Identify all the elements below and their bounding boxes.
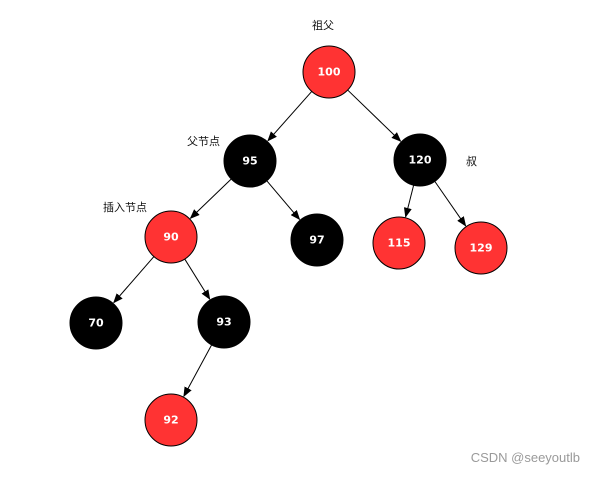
edge-95-90 xyxy=(189,178,232,219)
edge-90-93 xyxy=(184,258,211,300)
node-value-129: 129 xyxy=(470,242,493,255)
inserted-node-label: 插入节点 xyxy=(103,201,147,214)
node-circle-115 xyxy=(372,216,426,270)
node-value-93: 93 xyxy=(216,316,231,329)
node-circle-100 xyxy=(302,45,356,99)
nodes-layer: 100 95 120 90 97 115 129 70 93 92 xyxy=(69,45,508,447)
node-value-100: 100 xyxy=(318,66,341,79)
node-value-120: 120 xyxy=(409,154,432,167)
node-95: 95 xyxy=(223,134,277,188)
node-circle-129 xyxy=(454,221,508,275)
node-circle-95 xyxy=(223,134,277,188)
node-value-70: 70 xyxy=(88,317,104,330)
node-90: 90 xyxy=(144,210,198,264)
node-value-90: 90 xyxy=(163,231,179,244)
parent-label: 父节点 xyxy=(187,135,220,148)
node-93: 93 xyxy=(197,295,251,349)
node-97: 97 xyxy=(290,213,344,267)
node-circle-97 xyxy=(290,213,344,267)
grandparent-label: 祖父 xyxy=(312,19,334,32)
edge-93-92 xyxy=(183,344,213,398)
node-70: 70 xyxy=(69,296,123,350)
node-120: 120 xyxy=(393,133,447,187)
node-circle-90 xyxy=(144,210,198,264)
edge-95-97 xyxy=(266,180,301,221)
node-circle-93 xyxy=(197,295,251,349)
uncle-label: 叔 xyxy=(466,155,477,168)
node-129: 129 xyxy=(454,221,508,275)
node-value-92: 92 xyxy=(163,414,178,427)
watermark: CSDN @seeyoutlb xyxy=(470,450,580,465)
node-value-115: 115 xyxy=(388,237,411,250)
node-115: 115 xyxy=(372,216,426,270)
edge-90-70 xyxy=(113,256,155,304)
node-circle-70 xyxy=(69,296,123,350)
edge-100-95 xyxy=(267,91,313,142)
node-value-97: 97 xyxy=(309,234,324,247)
edge-120-129 xyxy=(434,181,467,227)
node-circle-92 xyxy=(144,393,198,447)
edge-120-115 xyxy=(403,185,415,218)
edges-layer xyxy=(113,89,467,398)
node-value-95: 95 xyxy=(242,155,257,168)
node-92: 92 xyxy=(144,393,198,447)
edge-100-120 xyxy=(347,89,402,142)
node-circle-120 xyxy=(393,133,447,187)
node-100: 100 xyxy=(302,45,356,99)
